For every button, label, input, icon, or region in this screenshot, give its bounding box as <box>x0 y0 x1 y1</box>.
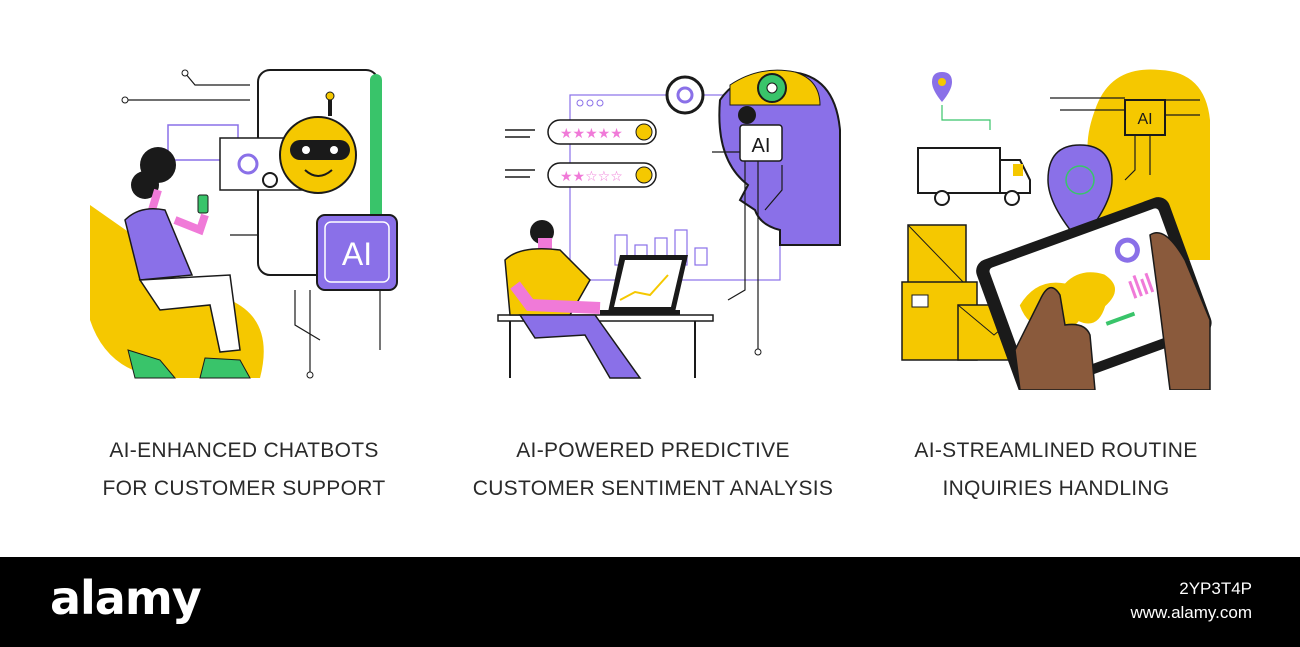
caption-line-1: AI-STREAMLINED ROUTINE <box>914 439 1198 462</box>
caption-line-2: FOR CUSTOMER SUPPORT <box>102 477 386 500</box>
sentiment-illustration: ★★★★★ ★★☆☆☆ AI <box>490 60 890 390</box>
caption-line-2: CUSTOMER SENTIMENT ANALYSIS <box>472 477 834 500</box>
caption-line-1: AI-POWERED PREDICTIVE <box>516 439 790 462</box>
watermark-footer: alamy 2YP3T4P www.alamy.com <box>0 557 1300 647</box>
caption-line-2: INQUIRIES HANDLING <box>942 477 1170 500</box>
ai-badge-label: AI <box>752 135 771 157</box>
rating-stars-positive: ★★★★★ <box>560 126 623 142</box>
panel-3-caption: AI-STREAMLINED ROUTINE INQUIRIES HANDLIN… <box>846 432 1266 508</box>
site-url: www.alamy.com <box>1130 603 1252 622</box>
panel-1-caption: AI-ENHANCED CHATBOTS FOR CUSTOMER SUPPOR… <box>34 432 454 508</box>
brand-logo: alamy <box>50 571 202 625</box>
ai-badge-label: AI <box>342 236 372 272</box>
caption-line-1: AI-ENHANCED CHATBOTS <box>109 439 379 462</box>
rating-stars-negative: ★★☆☆☆ <box>560 169 623 185</box>
chatbot-illustration: AI <box>80 60 480 390</box>
logistics-illustration: AI <box>900 60 1300 390</box>
panel-2-caption: AI-POWERED PREDICTIVE CUSTOMER SENTIMENT… <box>443 432 863 508</box>
ai-badge-label: AI <box>1137 111 1152 128</box>
image-id: 2YP3T4P <box>1179 579 1252 598</box>
